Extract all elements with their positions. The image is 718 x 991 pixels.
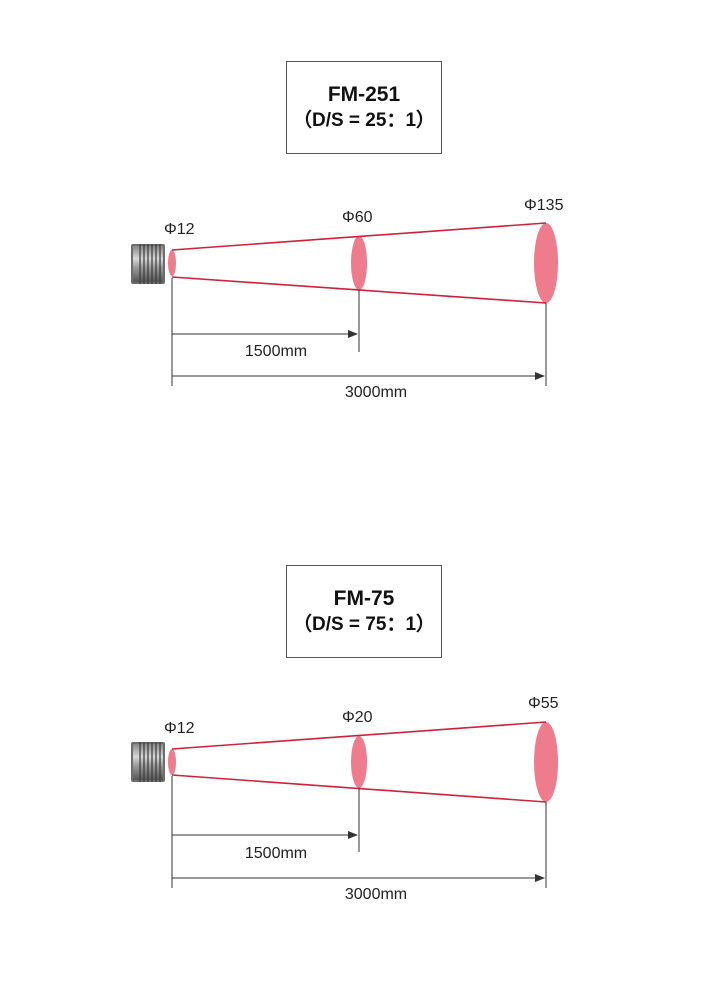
model-name: FM-251 xyxy=(327,82,401,106)
distance-label-1500: 1500mm xyxy=(245,343,307,360)
spot-near xyxy=(168,250,176,276)
model-title-box: FM-75 （D/S = 75：1） xyxy=(286,565,442,658)
spot-label-near: Φ12 xyxy=(164,221,195,238)
spot-label-far: Φ135 xyxy=(524,197,564,214)
spot-label-far: Φ55 xyxy=(528,695,559,712)
model-title-box: FM-251 （D/S = 25：1） xyxy=(286,61,442,154)
distance-label-1500: 1500mm xyxy=(245,845,307,862)
beam-upper-edge xyxy=(171,222,547,251)
model-name: FM-75 xyxy=(333,586,395,610)
spot-label-mid: Φ60 xyxy=(342,209,373,226)
beam-upper-edge xyxy=(171,721,547,750)
spot-mid xyxy=(351,236,367,290)
spot-mid xyxy=(351,736,367,788)
sensor-head-icon xyxy=(131,742,165,782)
spot-far xyxy=(534,223,558,303)
diagram-fm-75: FM-75 （D/S = 75：1） xyxy=(0,503,718,991)
spot-label-near: Φ12 xyxy=(164,720,195,737)
spot-near xyxy=(168,749,176,775)
sensor-head-icon xyxy=(131,244,165,284)
spot-far xyxy=(534,722,558,802)
distance-label-3000: 3000mm xyxy=(345,384,407,401)
spot-label-mid: Φ20 xyxy=(342,709,373,726)
distance-label-3000: 3000mm xyxy=(345,886,407,903)
diagram-fm-251: FM-251 （D/S = 25：1） xyxy=(0,0,718,488)
distance-to-spot-ratio: （D/S = 75：1） xyxy=(292,613,436,635)
distance-to-spot-ratio: （D/S = 25：1） xyxy=(292,109,436,131)
beam-diagram-svg: Φ12 Φ60 Φ135 1500mm 3000mm xyxy=(131,197,564,401)
beam-diagram-svg: Φ12 Φ20 Φ55 1500mm 3000mm xyxy=(131,695,559,903)
